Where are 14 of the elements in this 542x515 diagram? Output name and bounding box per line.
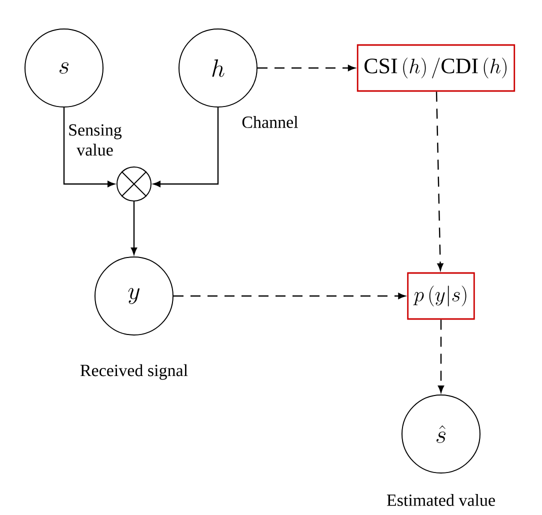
arrow	[258, 64, 356, 72]
node-caption: Channel	[242, 116, 298, 128]
formula-box: $p\left(y\middle|s\right)$	[407, 272, 475, 320]
formula-box: $\mathrm{CSI}\left(h\right)/\mathrm{CDI}\left(h\right)$	[356, 44, 516, 92]
node-caption: Sensing value	[69, 124, 122, 156]
multiplier-symbol	[116, 166, 152, 202]
arrow	[438, 320, 444, 393]
arrow	[153, 108, 219, 188]
arrow	[63, 108, 115, 188]
node-caption: Estimated value	[386, 494, 495, 506]
arrow	[436, 92, 444, 271]
node-caption: Received signal	[80, 364, 188, 380]
arrow	[130, 202, 138, 255]
arrow	[174, 292, 406, 300]
